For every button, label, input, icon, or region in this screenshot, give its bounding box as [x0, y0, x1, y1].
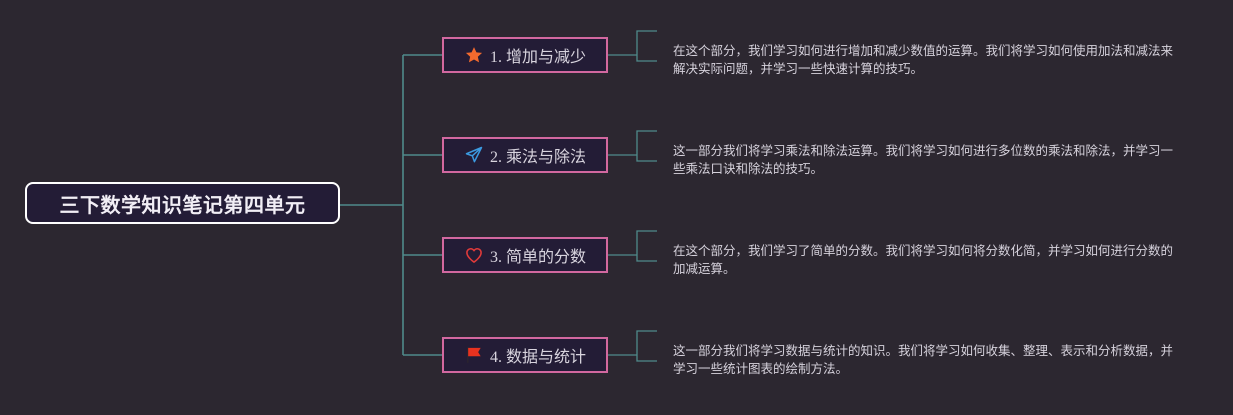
star-icon: [464, 45, 484, 65]
root-topic-label: 三下数学知识笔记第四单元: [59, 192, 306, 217]
topic-node-2[interactable]: 2. 乘法与除法: [442, 137, 608, 173]
topic-1-bracket: [608, 30, 657, 62]
topic-3-bracket: [608, 230, 657, 262]
topic-node-3[interactable]: 3. 简单的分数: [442, 237, 608, 273]
topic-node-4[interactable]: 4. 数据与统计: [442, 337, 608, 373]
root-topic[interactable]: 三下数学知识笔记第四单元: [25, 182, 340, 224]
flag-icon: [464, 345, 484, 365]
topic-2-description: 这一部分我们将学习乘法和除法运算。我们将学习如何进行多位数的乘法和除法，并学习一…: [673, 143, 1174, 176]
topic-2-label: 2. 乘法与除法: [489, 149, 586, 166]
topic-1-label: 1. 增加与减少: [489, 49, 586, 66]
topic-3-description: 在这个部分，我们学习了简单的分数。我们将学习如何将分数化简，并学习如何进行分数的…: [673, 243, 1174, 276]
topic-3-label: 3. 简单的分数: [489, 249, 586, 266]
topic-2-bracket: [608, 130, 657, 162]
heart-icon: [464, 245, 484, 265]
topic-node-1[interactable]: 1. 增加与减少: [442, 37, 608, 73]
topic-4-label: 4. 数据与统计: [489, 349, 586, 366]
topic-4-bracket: [608, 330, 657, 362]
paper-plane-icon: [464, 145, 484, 165]
topic-1-description: 在这个部分，我们学习如何进行增加和减少数值的运算。我们将学习如何使用加法和减法来…: [673, 43, 1174, 76]
topic-4-description: 这一部分我们将学习数据与统计的知识。我们将学习如何收集、整理、表示和分析数据，并…: [673, 343, 1174, 376]
